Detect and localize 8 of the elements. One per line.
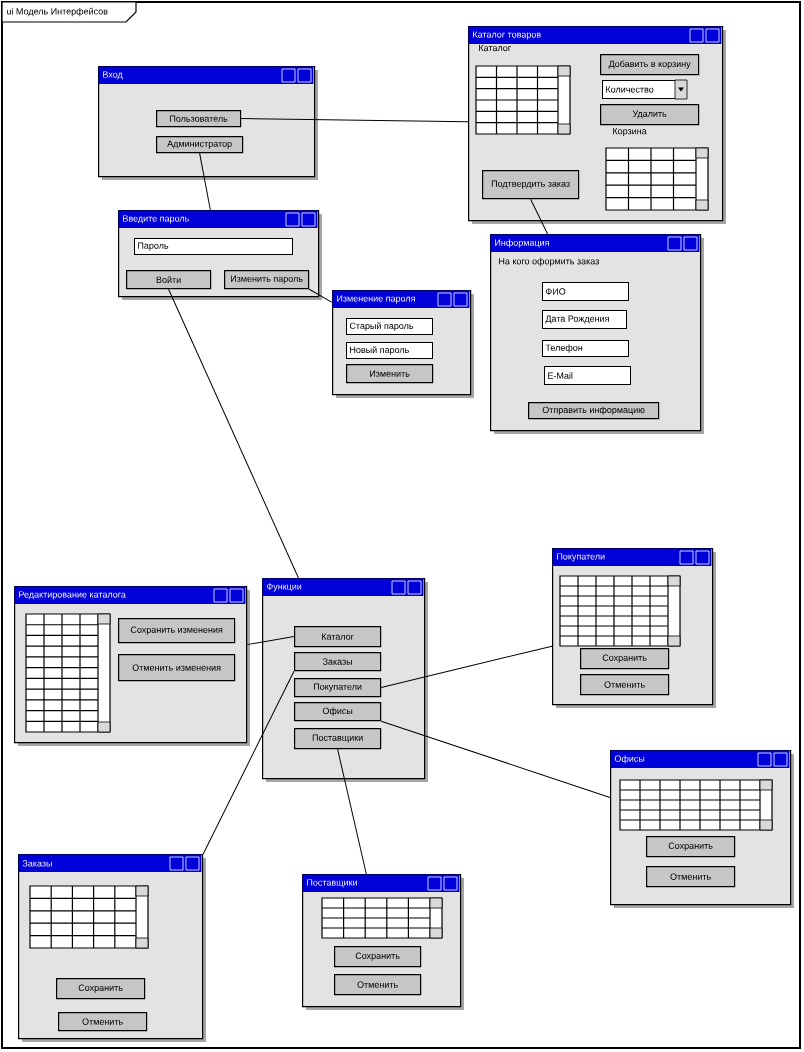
connector [380, 645, 553, 689]
connector [530, 198, 549, 235]
connector [308, 288, 333, 303]
connector [199, 152, 211, 211]
connector [246, 636, 295, 646]
connector [380, 720, 611, 798]
connector [202, 670, 295, 855]
connector [240, 118, 469, 123]
